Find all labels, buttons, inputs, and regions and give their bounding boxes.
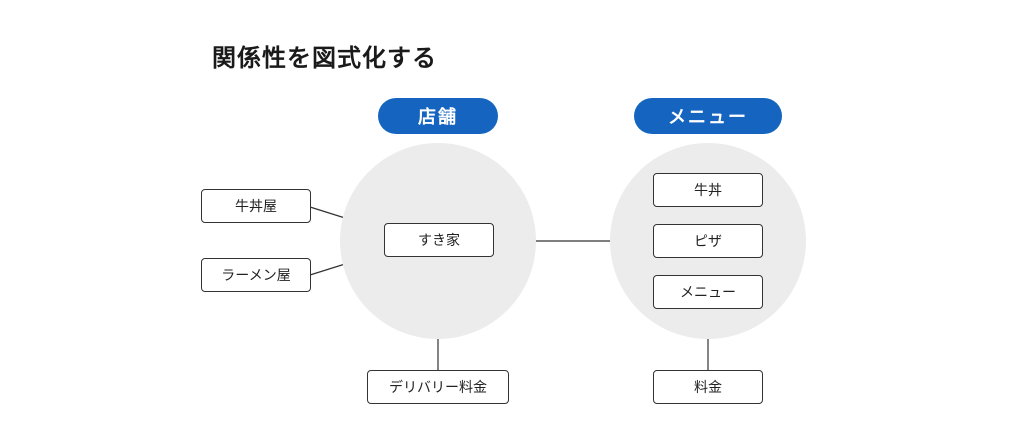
store-bottom-item: デリバリー料金: [367, 370, 509, 404]
menu-item-pizza: ピザ: [653, 224, 763, 258]
store-side-item-ramenya: ラーメン屋: [201, 258, 311, 292]
page-title: 関係性を図式化する: [212, 44, 437, 72]
menu-item-gyudon: 牛丼: [653, 173, 763, 207]
store-center-item: すき家: [384, 223, 494, 257]
menu-header-pill: メニュー: [634, 98, 782, 134]
menu-bottom-item: 料金: [653, 370, 763, 404]
menu-item-menu: メニュー: [653, 275, 763, 309]
store-side-item-gyudonya: 牛丼屋: [201, 189, 311, 223]
connector-gyudonya-sukiya: [309, 206, 346, 219]
store-header-pill: 店舗: [378, 98, 498, 134]
connector-ramenya-sukiya: [309, 263, 346, 276]
